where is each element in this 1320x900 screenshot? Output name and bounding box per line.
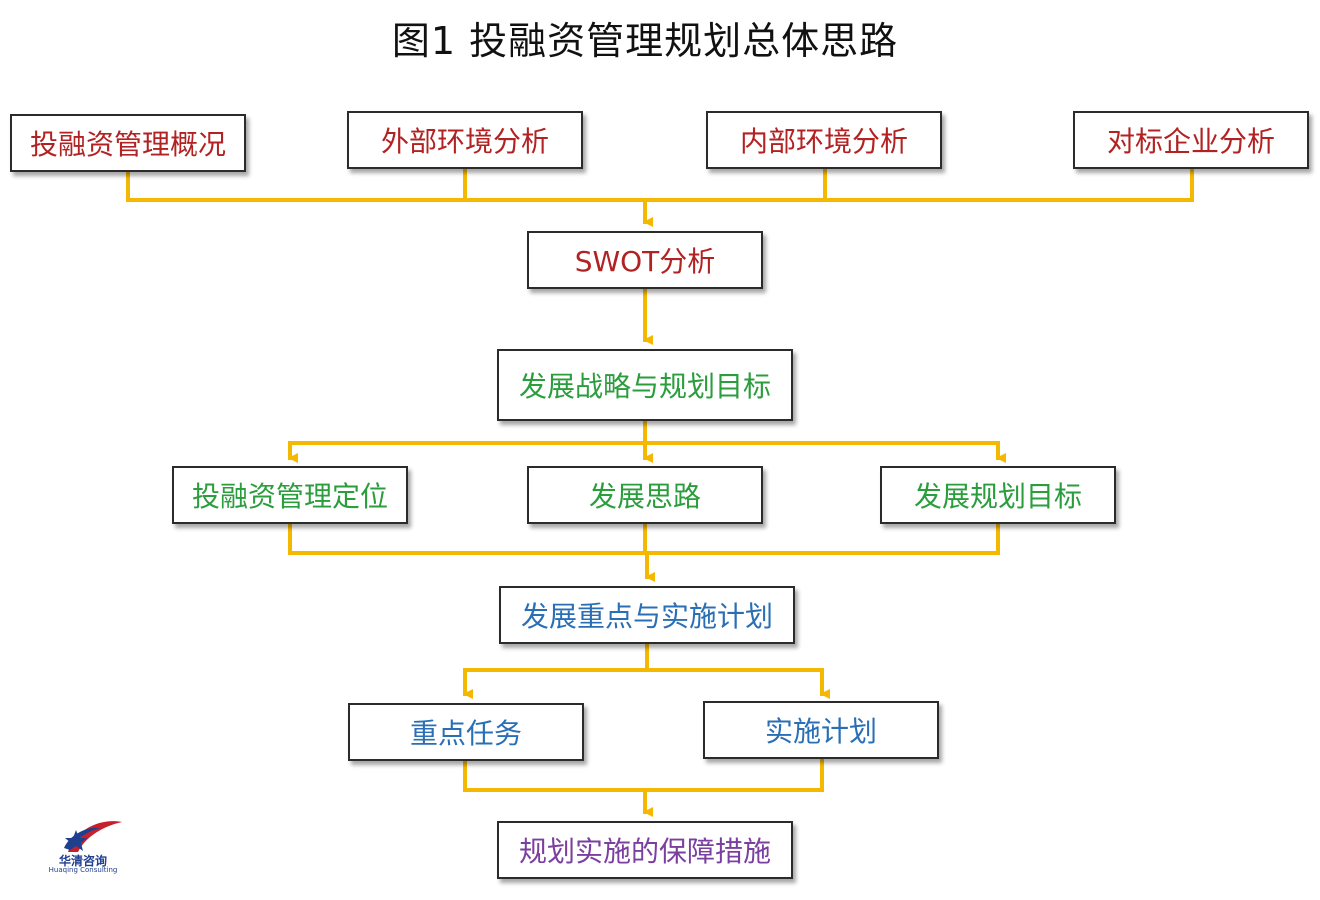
logo-star-swoosh-icon [64,821,122,852]
node-internal-analysis: 内部环境分析 [706,111,942,169]
node-positioning: 投融资管理定位 [172,466,408,524]
node-tasks: 重点任务 [348,703,584,761]
node-swot: SWOT分析 [527,231,763,289]
node-strategy: 发展战略与规划目标 [497,349,793,421]
node-approach: 发展思路 [527,466,763,524]
node-external-analysis: 外部环境分析 [347,111,583,169]
node-plan: 实施计划 [703,701,939,759]
logo-subtitle: Huaqing Consulting [48,866,118,874]
logo-name: 华清咨询 [58,854,107,868]
node-goals: 发展规划目标 [880,466,1116,524]
node-overview: 投融资管理概况 [10,114,246,172]
node-priorities: 发展重点与实施计划 [499,586,795,644]
node-safeguards: 规划实施的保障措施 [497,821,793,879]
node-benchmark-analysis: 对标企业分析 [1073,111,1309,169]
diagram-title: 图1 投融资管理规划总体思路 [391,19,899,63]
